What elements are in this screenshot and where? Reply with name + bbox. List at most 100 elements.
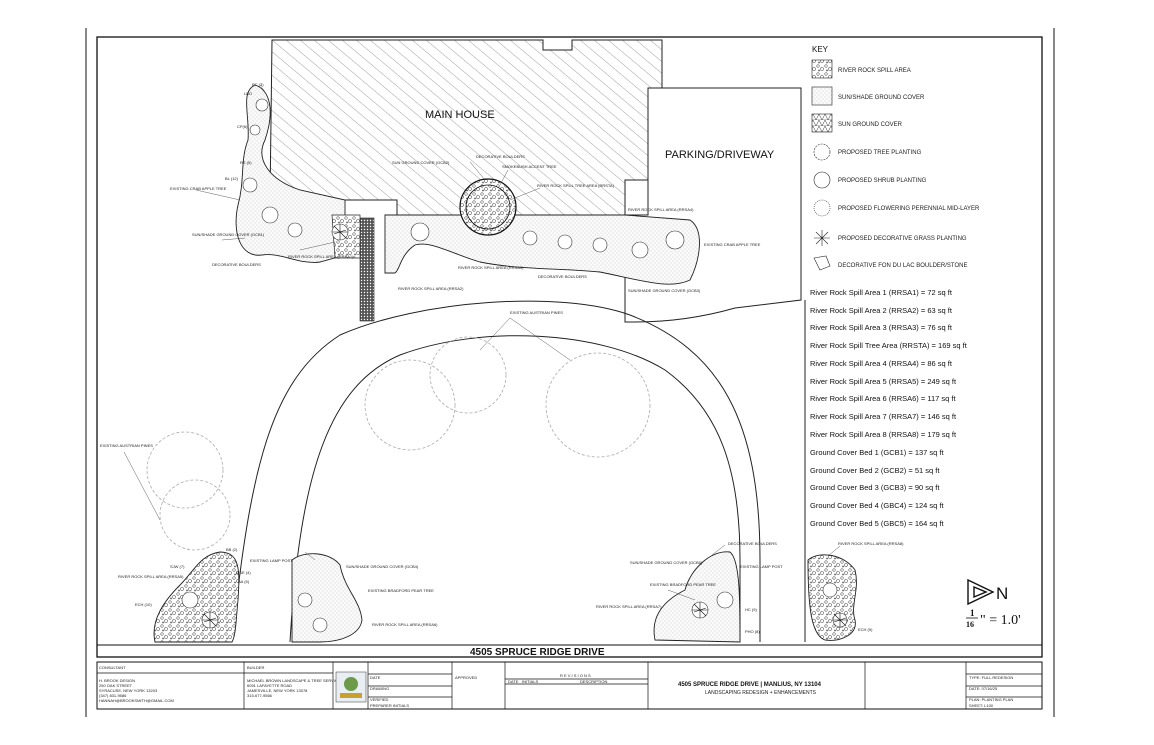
sheet-plan: PLAN: PLANTING PLAN (969, 697, 1013, 702)
driveway-arc-inner (289, 335, 741, 643)
key-item-5: PROPOSED FLOWERING PERENNIAL MID-LAYER (838, 206, 980, 212)
callout-gcb3: SUN/SHADE GROUND COVER (GCB3) (628, 288, 701, 293)
existing-austrian-pines-center (364, 336, 651, 458)
consultant-line-4: HANNAH@BROOKSMITH@GMAIL.COM (99, 698, 174, 703)
title-block-dividers (97, 662, 1042, 709)
callout-austrian-left: EXISTING AUSTRIAN PINES (100, 443, 153, 448)
approved-label: APPROVED (455, 675, 477, 680)
driveway-arc-outer (231, 300, 761, 643)
callout-rrsa8: RIVER ROCK SPILL AREA (RRSA8) (838, 541, 904, 546)
consultant-line-0: H. BROOK DESIGN (99, 678, 135, 683)
bed-house-front (384, 214, 700, 285)
consultant-line-3: (347) 831-9586 (99, 693, 127, 698)
verified-label: VERIFIED (370, 697, 389, 702)
bed-rrsa8 (807, 554, 857, 641)
project-subtitle: LANDSCAPING REDESIGN + ENHANCEMENTS (705, 690, 817, 696)
callout-lbo: LBO (244, 91, 252, 96)
area-11: Ground Cover Bed 3 (GCB3) = 90 sq ft (810, 483, 940, 492)
callout-pc: PC (3) (252, 82, 264, 87)
rev-col-date: DATE (508, 679, 519, 684)
area-4: River Rock Spill Area 4 (RRSA4) = 86 sq … (810, 359, 953, 368)
existing-austrian-pines-left (146, 431, 231, 551)
callout-lamp-right: EXISTING LAMP POST (740, 564, 783, 569)
callout-cp: CP(6) (237, 124, 248, 129)
callout-deco-boulders-top: DECORATIVE BOULDERS (476, 154, 525, 159)
callout-ech-right: ECH (5) (858, 627, 873, 632)
callout-gcb4: SUN/SHADE GROUND COVER (GCB4) (346, 564, 419, 569)
callout-rrsa5: RIVER ROCK SPILL AREA (RRSA5) (118, 574, 184, 579)
callout-deco-boulders-mid: DECORATIVE BOULDERS (538, 274, 587, 279)
company-logo (335, 671, 367, 703)
callout-lamp-left: EXISTING LAMP POST (250, 558, 293, 563)
scale-rest: " = 1.0' (980, 613, 1021, 628)
key-item-6: PROPOSED DECORATIVE GRASS PLANTING (838, 236, 967, 242)
consultant-line-2: SYRACUSE, NEW YORK 13203 (99, 688, 158, 693)
north-letter: N (996, 584, 1008, 603)
rev-col-initials: INITIALS (522, 679, 539, 684)
area-3: River Rock Spill Tree Area (RRSTA) = 169… (810, 341, 968, 350)
sheet-type: TYPE: FULL REDESIGN (969, 675, 1013, 680)
main-house-label: MAIN HOUSE (425, 109, 495, 121)
key-item-3: PROPOSED TREE PLANTING (838, 150, 922, 156)
callout-crab-right: EXISTING CRAB APPLE TREE (704, 242, 761, 247)
callout-deco-boulders-low: DECORATIVE BOULDERS (728, 541, 777, 546)
callout-mse: MSE (4) (236, 570, 251, 575)
walkway-pavers (359, 217, 375, 322)
bed-gcb5 (653, 551, 741, 643)
key-item-1: SUN/SHADE GROUND COVER (838, 95, 925, 101)
area-9: Ground Cover Bed 1 (GCB1) = 137 sq ft (810, 448, 945, 457)
smokebush-tree (465, 184, 511, 230)
area-2: River Rock Spill Area 3 (RRSA3) = 76 sq … (810, 323, 953, 332)
key-item-4: PROPOSED SHRUB PLANTING (838, 178, 927, 184)
sheet-date: DATE: 07/16/25 (969, 686, 998, 691)
revisions-label: R E V I S I O N S (560, 673, 591, 678)
builder-line-0: MICHAEL BROWN LANDSCAPE & TREE SERVICES (247, 678, 344, 683)
callout-smokebush: SMOKEBUSH ACCENT TREE (502, 164, 557, 169)
callout-gcb1: SUN/SHADE GROUND COVER (GCB1) (192, 232, 265, 237)
area-8: River Rock Spill Area 8 (RRSA8) = 179 sq… (810, 430, 957, 439)
area-0: River Rock Spill Area 1 (RRSA1) = 72 sq … (810, 288, 953, 297)
rev-col-description: DESCRIPTION (580, 679, 607, 684)
callout-rrsa1: RIVER ROCK SPILL AREA (RRSA1) (288, 254, 354, 259)
title-block (96, 661, 1043, 710)
builder-line-1: 6091 LAFAYETTE ROAD (247, 683, 292, 688)
builder-line-3: 315-677-9566 (247, 693, 273, 698)
callout-bradford-right: EXISTING BRADFORD PEAR TREE (650, 582, 716, 587)
scale-numerator: 1 (970, 608, 975, 618)
area-5: River Rock Spill Area 5 (RRSA5) = 249 sq… (810, 377, 957, 386)
smokebush-tree-area (459, 178, 517, 236)
callout-rrsa3: RIVER ROCK SPILL AREA (RRSA3) (458, 265, 524, 270)
callout-rrsa7: RIVER ROCK SPILL AREA (RRSA7) (596, 604, 662, 609)
callout-rs: RS (5) (240, 160, 252, 165)
callout-bradford-left: EXISTING BRADFORD PEAR TREE (368, 588, 434, 593)
date-label: DATE (370, 675, 381, 680)
driveway (624, 87, 802, 323)
callout-gcb5: SUN/SHADE GROUND COVER (GCB5) (630, 560, 703, 565)
parking-label: PARKING/DRIVEWAY (665, 149, 775, 161)
callout-ba: BA (5) (238, 579, 250, 584)
area-13: Ground Cover Bed 5 (GBC5) = 164 sq ft (810, 519, 945, 528)
key-swatches (811, 59, 833, 271)
callout-rrsta: RIVER ROCK SPILL TREE AREA (RRSTA) (537, 183, 615, 188)
decorative-grass-plantings (202, 224, 848, 628)
project-title: 4505 SPRUCE RIDGE DRIVE | MANLIUS, NY 13… (678, 682, 822, 688)
callout-rrsa6: RIVER ROCK SPILL AREA (RRSA6) (372, 622, 438, 627)
plan-callouts (123, 84, 841, 601)
callout-sun-gc: SUN GROUND COVER (GCB2) (392, 160, 450, 165)
drawing-label: DRAWING (370, 686, 389, 691)
consultant-label: CONSULTANT (99, 665, 126, 670)
consultant-line-1: 250 OAK STREET (99, 683, 133, 688)
sheet-number: SHEET: L100 (969, 703, 994, 708)
callout-rrsa2: RIVER ROCK SPILL AREA (RRSA2) (398, 286, 464, 291)
street-name: 4505 SPRUCE RIDGE DRIVE (470, 647, 605, 658)
area-6: River Rock Spill Area 6 (RRSA6) = 117 sq… (810, 394, 956, 403)
callout-sjw: SJW (7) (170, 564, 185, 569)
callout-pho: PHO (8) (745, 629, 760, 634)
preparer-label: PREPARER INITIALS (370, 703, 409, 708)
area-1: River Rock Spill Area 2 (RRSA2) = 63 sq … (810, 306, 953, 315)
builder-line-2: JAMESVILLE, NEW YORK 13078 (247, 688, 308, 693)
bed-gcb4 (291, 553, 363, 643)
area-7: River Rock Spill Area 7 (RRSA7) = 146 sq… (810, 412, 957, 421)
callout-ech: ECH (10) (135, 602, 152, 607)
